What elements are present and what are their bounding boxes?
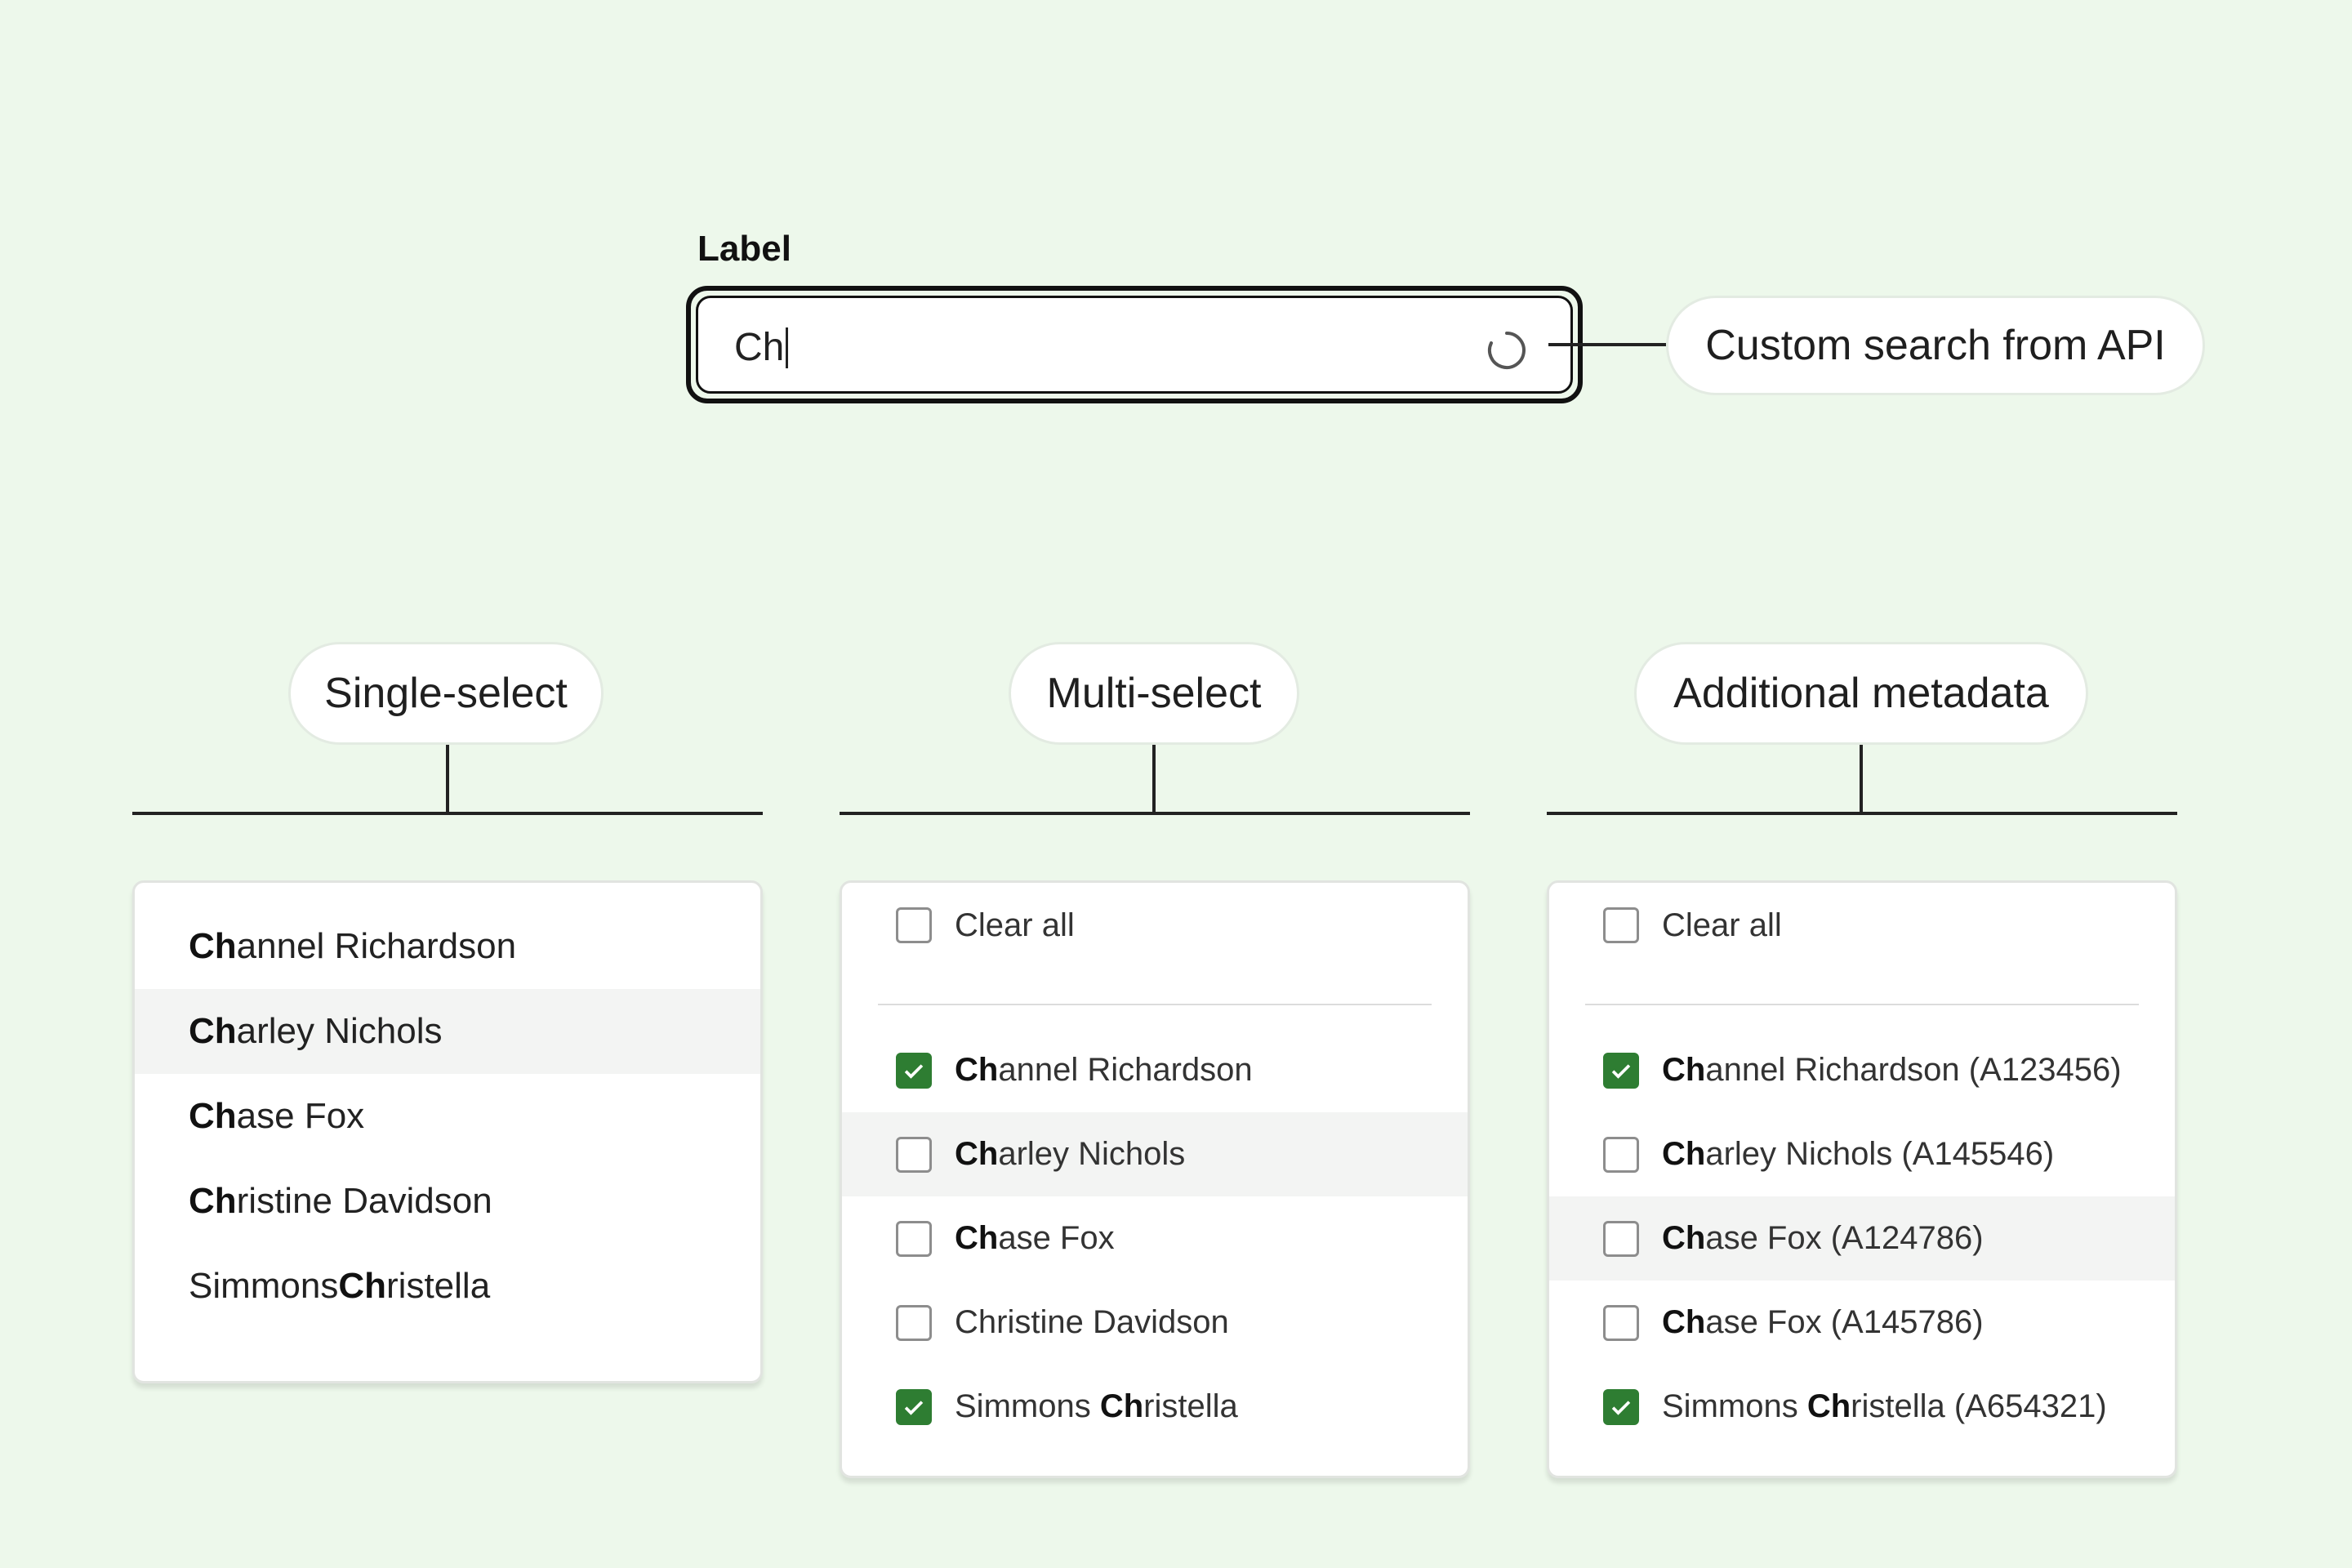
metadata-listbox: Clear all Channel Richardson (A123456) C… (1547, 880, 2177, 1478)
check-icon (1611, 1063, 1631, 1079)
checkbox[interactable] (1603, 1304, 1639, 1341)
clear-all-label: Clear all (1662, 906, 1782, 943)
option-label: Simmons Christella (955, 1388, 1238, 1424)
bracket-line-single (132, 812, 763, 815)
option-label: Chase Fox (A145786) (1662, 1304, 1984, 1340)
option-simmons-christella[interactable]: Simmons Christella (A654321) (1549, 1365, 2175, 1449)
checkbox-checked[interactable] (896, 1052, 932, 1089)
option-label: Charley Nichols (A145546) (1662, 1136, 2055, 1172)
option-label: Chase Fox (A124786) (1662, 1220, 1984, 1256)
checkbox[interactable] (896, 1304, 932, 1341)
divider (878, 1004, 1432, 1005)
option-label: Channel Richardson (955, 1052, 1253, 1088)
checkbox[interactable] (1603, 1136, 1639, 1173)
clear-all-label: Clear all (955, 906, 1075, 943)
option-label: Simmons Christella (A654321) (1662, 1388, 2107, 1424)
pill-additional-metadata: Additional metadata (1634, 642, 2088, 745)
option-label: Charley Nichols (955, 1136, 1186, 1172)
search-field-focus-ring: Ch (686, 286, 1583, 403)
option-charley-nichols[interactable]: Charley Nichols (A145546) (1549, 1112, 2175, 1196)
field-label: Label (697, 229, 791, 269)
bracket-stem-multi (1152, 745, 1156, 813)
bracket-line-multi (840, 812, 1470, 815)
option-label: Channel Richardson (A123456) (1662, 1052, 2122, 1088)
option-label: Chase Fox (955, 1220, 1115, 1256)
multi-select-listbox: Clear all Channel Richardson Charley Nic… (840, 880, 1470, 1478)
search-input-value[interactable]: Ch (734, 326, 789, 370)
option-charley-nichols[interactable]: Charley Nichols (842, 1112, 1468, 1196)
checkbox[interactable] (896, 1220, 932, 1257)
checkbox[interactable] (1603, 907, 1639, 943)
option-chase-fox[interactable]: Chase Fox (842, 1196, 1468, 1281)
option-channel-richardson[interactable]: Channel Richardson (842, 1028, 1468, 1112)
option-christine-davidson[interactable]: Christine Davidson (842, 1281, 1468, 1365)
option-simmons-christella[interactable]: Simmons Christella (842, 1365, 1468, 1449)
pill-single-select: Single-select (288, 642, 604, 745)
option-channel-richardson[interactable]: Channel Richardson (A123456) (1549, 1028, 2175, 1112)
option-chase-fox-a145786[interactable]: Chase Fox (A145786) (1549, 1281, 2175, 1365)
text-caret (786, 327, 789, 368)
search-input[interactable]: Ch (696, 296, 1573, 394)
bracket-stem-single (446, 745, 449, 813)
divider (1585, 1004, 2139, 1005)
check-icon (904, 1063, 924, 1079)
check-icon (904, 1400, 924, 1415)
option-chase-fox-a124786[interactable]: Chase Fox (A124786) (1549, 1196, 2175, 1281)
pill-multi-select: Multi-select (1009, 642, 1299, 745)
checkbox-checked[interactable] (896, 1388, 932, 1425)
clear-all-option[interactable]: Clear all (842, 883, 1468, 968)
option-label: Christine Davidson (955, 1304, 1229, 1340)
checkbox[interactable] (896, 907, 932, 943)
clear-all-option[interactable]: Clear all (1549, 883, 2175, 968)
checkbox[interactable] (1603, 1220, 1639, 1257)
annotation-connector (1548, 343, 1666, 346)
bracket-stem-meta (1860, 745, 1863, 813)
checkbox[interactable] (896, 1136, 932, 1173)
annotation-custom-search: Custom search from API (1666, 296, 2205, 395)
checkbox-checked[interactable] (1603, 1052, 1639, 1089)
loading-spinner-icon (1488, 332, 1526, 369)
checkbox-checked[interactable] (1603, 1388, 1639, 1425)
bracket-line-meta (1547, 812, 2177, 815)
check-icon (1611, 1400, 1631, 1415)
